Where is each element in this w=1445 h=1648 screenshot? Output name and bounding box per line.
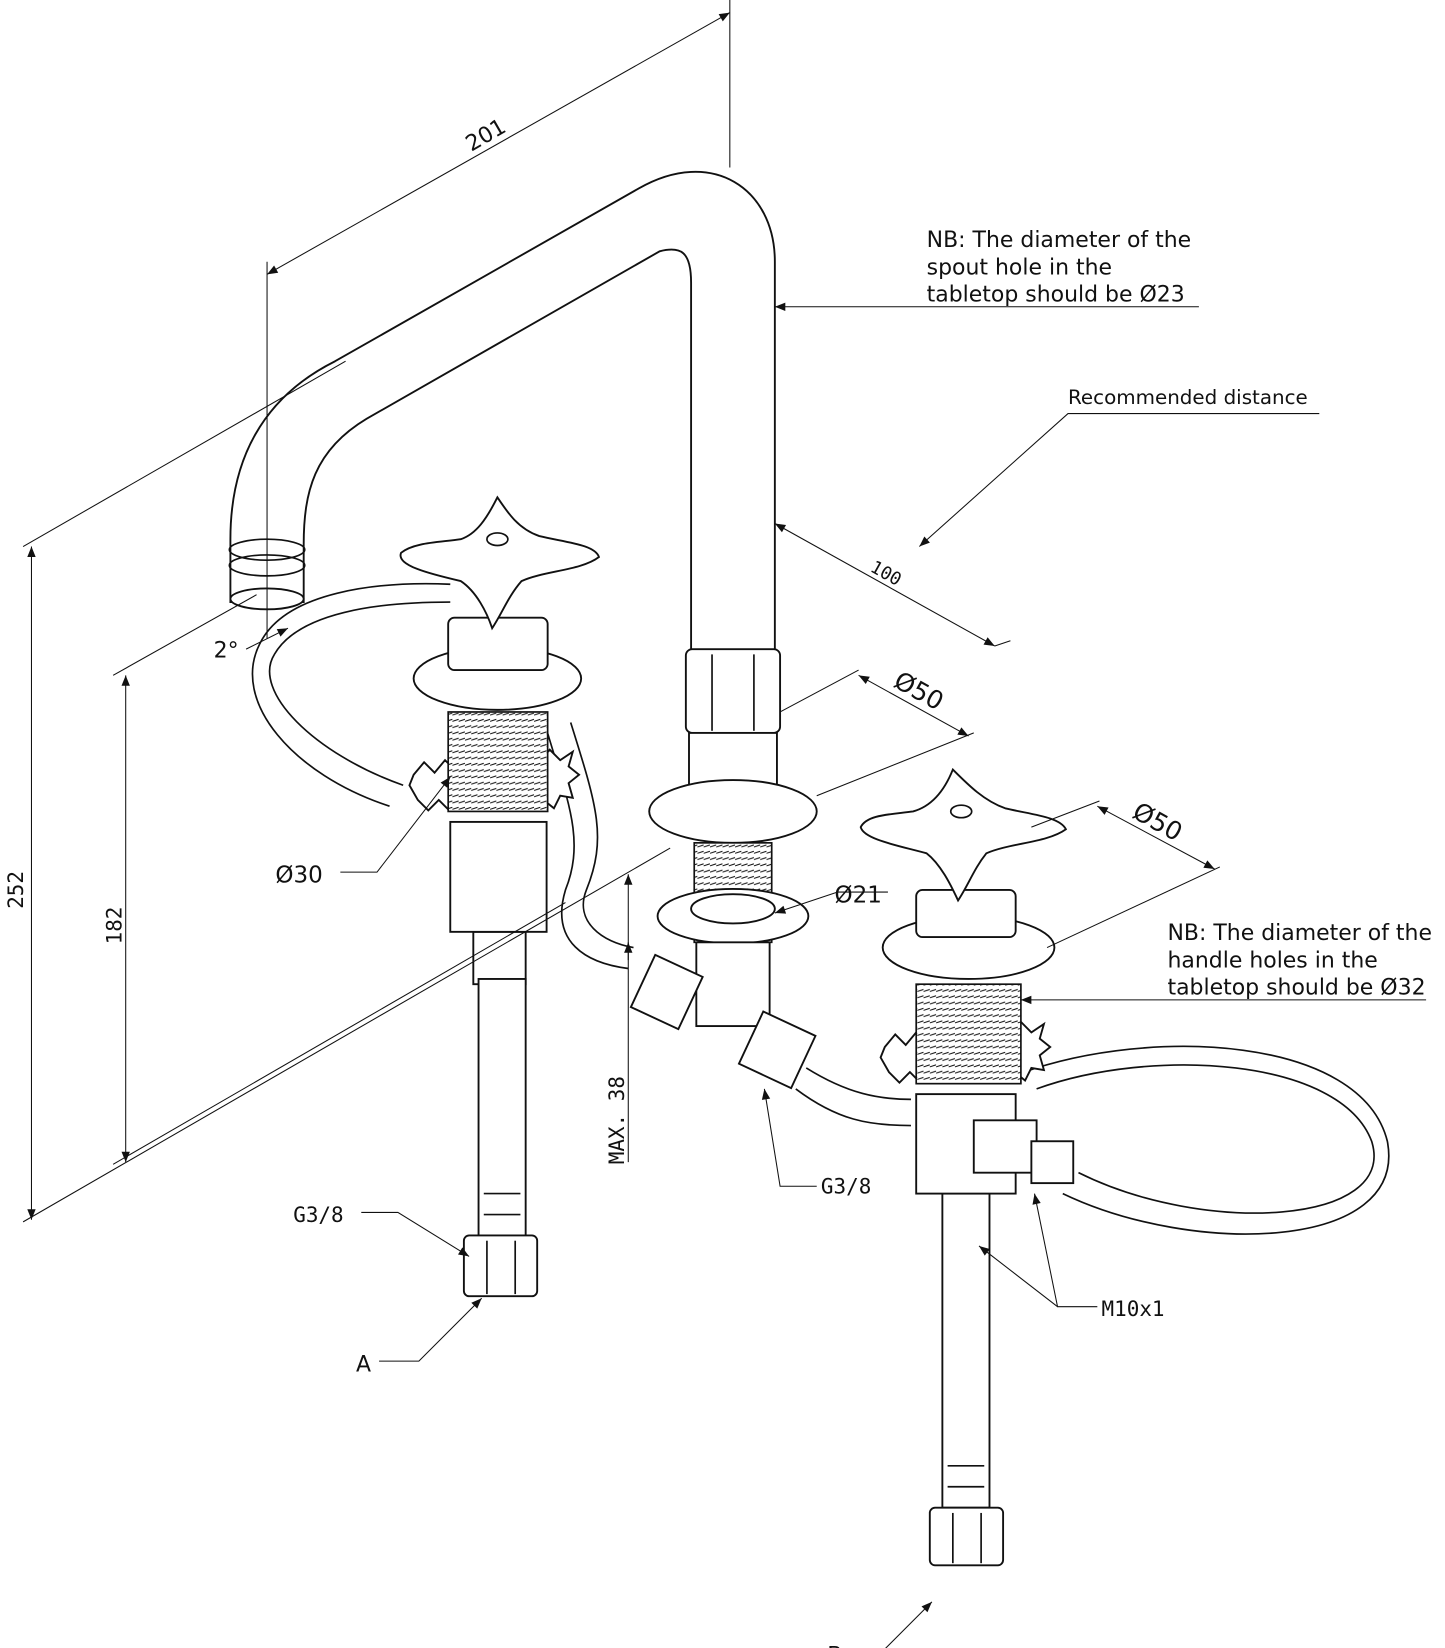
recommended-distance-label: Recommended distance (1068, 386, 1308, 409)
spout-flange (648, 779, 818, 844)
left-valve-body (449, 820, 548, 933)
handle-note-line-3: tabletop should be Ø32 (1167, 976, 1425, 1001)
dimension-max38-label: MAX. 38 (605, 1076, 629, 1164)
handle-note-line-2: handle holes in the (1167, 948, 1377, 973)
angle-label: 2° (214, 639, 239, 664)
spout-note-line-3: tabletop should be Ø23 (927, 283, 1185, 308)
dimension-100-label: 100 (867, 557, 905, 591)
m10x1-label: M10x1 (1102, 1297, 1165, 1321)
right-hose (795, 1045, 1390, 1235)
dimension-252-label: 252 (4, 871, 28, 909)
right-thread (915, 983, 1022, 1085)
dia50-right-label: Ø50 (1128, 797, 1187, 847)
right-valve (859, 767, 1075, 1567)
dimension-100 (774, 523, 995, 647)
g38-center-label: G3/8 (821, 1175, 871, 1199)
right-inlet-nut (928, 1506, 1005, 1567)
right-cross-handle (859, 767, 1068, 903)
dimension-dia50-center (858, 674, 969, 737)
dimension-dia50-right (1097, 805, 1215, 870)
left-thread (447, 711, 549, 813)
spout-note-line-2: spout hole in the (927, 255, 1112, 280)
left-inlet-pipe (477, 978, 527, 1237)
left-valve (399, 495, 601, 1298)
dia21-label: Ø21 (835, 883, 882, 909)
spout-note-line-1: NB: The diameter of the (927, 228, 1192, 253)
right-inlet-pipe (941, 1192, 991, 1509)
dia30-label: Ø30 (275, 863, 322, 889)
dimension-lines (22, 0, 1427, 1648)
handle-note-line-1: NB: The diameter of the (1167, 921, 1432, 946)
dimension-182-label: 182 (103, 907, 127, 945)
inlet-a-label: A (356, 1353, 371, 1378)
left-cross-handle (399, 495, 601, 631)
spout-nut (684, 648, 782, 734)
left-inlet-nut (462, 1234, 539, 1298)
g38-left-label: G3/8 (293, 1203, 343, 1227)
dimension-201 (266, 12, 731, 275)
inlet-b-label: B (827, 1644, 842, 1648)
